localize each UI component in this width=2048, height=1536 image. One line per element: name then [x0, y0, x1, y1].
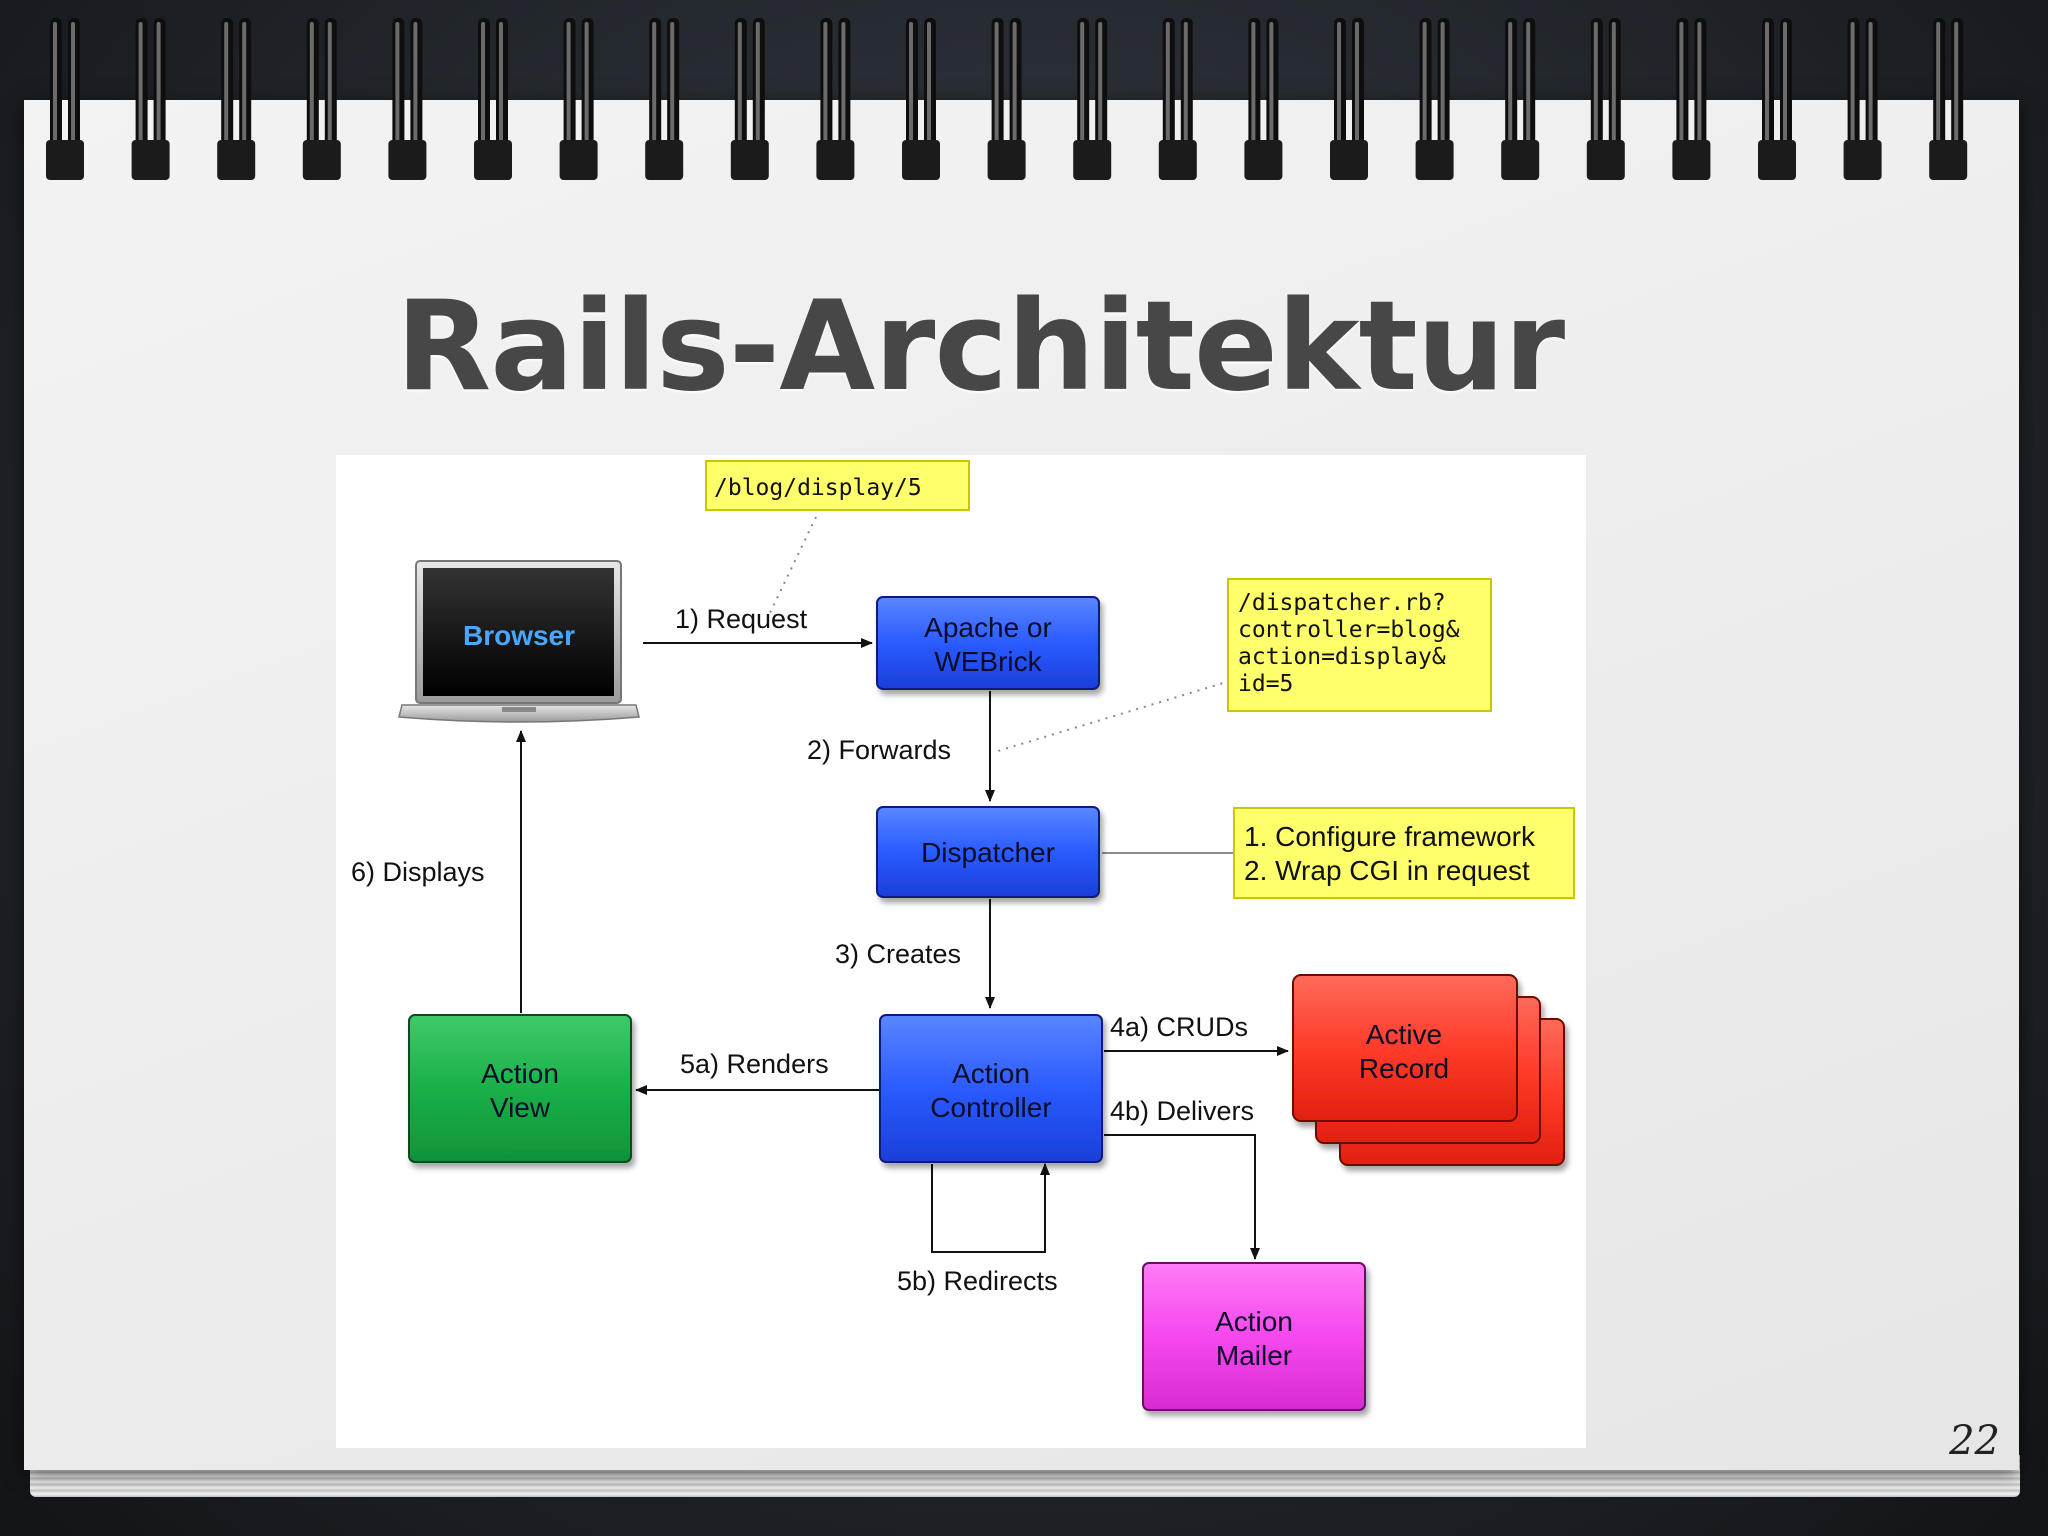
binding-ring: [559, 18, 598, 180]
edge-renders-label: 5a) Renders: [680, 1049, 829, 1079]
dispatch-note-line-1: /dispatcher.rb?: [1238, 590, 1446, 616]
binding-ring: [302, 18, 341, 180]
binding-ring: [816, 18, 855, 180]
edge-forwards-label: 2) Forwards: [807, 735, 951, 765]
binding-ring: [730, 18, 769, 180]
controller-label-line-2: Controller: [930, 1092, 1051, 1123]
edge-delivers-label: 4b) Delivers: [1110, 1096, 1254, 1126]
dispatcher-label: Dispatcher: [921, 837, 1055, 868]
dispatcher-node: Dispatcher: [876, 806, 1100, 898]
webserver-node: Apache or WEBrick: [876, 596, 1100, 690]
page-number: 22: [1949, 1418, 2000, 1464]
binding-ring: [902, 18, 940, 180]
binding-ring: [1158, 18, 1197, 180]
binding-ring: [1415, 18, 1454, 180]
binding-ring: [1244, 18, 1283, 180]
url-note-connector: [767, 516, 817, 618]
binding-ring: [1843, 18, 1882, 180]
record-node-stack: Active Record: [1292, 974, 1565, 1166]
record-label-line-2: Record: [1359, 1053, 1449, 1084]
view-node: Action View: [408, 1014, 632, 1163]
edge-redirects: [931, 1163, 1050, 1253]
dispatch-note-line-3: action=display&: [1238, 644, 1446, 670]
mailer-node: Action Mailer: [1142, 1262, 1366, 1411]
url-note-text: /blog/display/5: [714, 475, 922, 501]
binding-ring: [1330, 18, 1368, 180]
dispatch-note-line-4: id=5: [1238, 671, 1293, 697]
dispatch-note-connector: [997, 680, 1231, 752]
mailer-label-line-2: Mailer: [1216, 1340, 1292, 1371]
architecture-diagram: /blog/display/5 /dispatcher.rb? controll…: [336, 455, 1586, 1448]
view-label-line-1: Action: [481, 1058, 559, 1089]
binding-ring: [987, 18, 1026, 180]
slide-title: Rails-Architektur: [395, 275, 1565, 419]
binding-ring: [474, 18, 512, 180]
binding-ring: [1929, 18, 1968, 180]
webserver-label-line-1: Apache or: [924, 612, 1052, 643]
view-label-line-2: View: [490, 1092, 551, 1123]
binding-ring: [1586, 18, 1625, 180]
config-note-line-1: 1. Configure framework: [1244, 821, 1536, 852]
url-note: /blog/display/5: [705, 460, 970, 511]
binding-ring: [131, 18, 170, 180]
spiral-binding: [46, 18, 1968, 180]
webserver-label-line-2: WEBrick: [934, 646, 1042, 677]
edge-displays-label: 6) Displays: [351, 857, 485, 887]
controller-label-line-1: Action: [952, 1058, 1030, 1089]
browser-label: Browser: [463, 620, 575, 651]
binding-ring: [645, 18, 684, 180]
mailer-label-line-1: Action: [1215, 1306, 1293, 1337]
binding-ring: [1672, 18, 1711, 180]
edge-delivers: [1104, 1134, 1260, 1260]
dispatch-note-line-2: controller=blog&: [1238, 617, 1460, 643]
binding-ring: [1501, 18, 1540, 180]
edge-request-label: 1) Request: [675, 604, 808, 634]
edge-redirects-label: 5b) Redirects: [897, 1266, 1058, 1296]
browser-laptop-icon: Browser: [398, 560, 640, 723]
config-note-line-2: 2. Wrap CGI in request: [1244, 855, 1530, 886]
binding-ring: [1758, 18, 1796, 180]
config-note: 1. Configure framework 2. Wrap CGI in re…: [1233, 807, 1575, 899]
edge-cruds-label: 4a) CRUDs: [1110, 1012, 1248, 1042]
binding-ring: [388, 18, 427, 180]
controller-node: Action Controller: [879, 1014, 1103, 1163]
dispatch-url-note: /dispatcher.rb? controller=blog& action=…: [1227, 578, 1492, 712]
record-label-line-1: Active: [1366, 1019, 1442, 1050]
binding-ring: [1073, 18, 1112, 180]
edge-creates-label: 3) Creates: [835, 939, 961, 969]
binding-ring: [217, 18, 256, 180]
binding-ring: [46, 18, 84, 180]
